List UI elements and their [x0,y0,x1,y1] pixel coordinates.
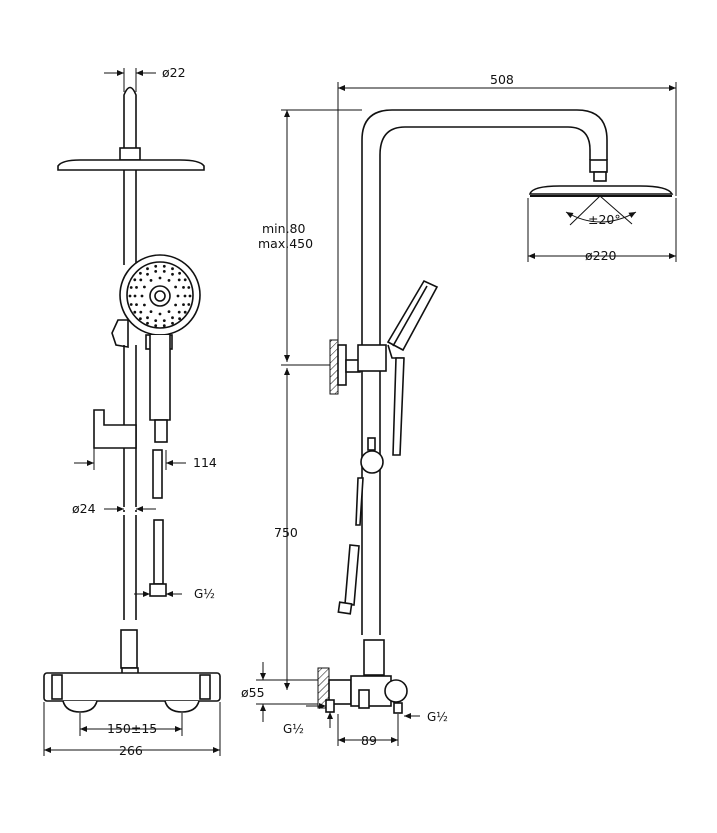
nozzle-dot [135,286,138,289]
label-tilt-angle: ±20° [588,212,621,227]
nozzle-dot [139,278,143,282]
nozzle-dot [167,310,171,313]
nozzle-dot [187,286,191,289]
nozzle-dot [143,303,146,307]
nozzle-dot [158,312,162,316]
nozzle-dot [174,303,178,307]
nozzle-dot [149,310,153,313]
nozzle-dot [154,319,158,322]
front-view-dimensions [43,68,221,756]
nozzle-dot [146,267,149,271]
dimension-labels: ø22 114 ø24 G½ 150±15 266 508 min.80 max… [72,65,621,758]
front-hand-shower-nozzles [128,264,192,328]
front-mixer-body [43,672,221,702]
nozzle-dot [182,286,185,289]
label-inlet-thread-front: G½ [194,587,215,601]
nozzle-dot [146,272,149,276]
side-hose-lower [344,544,360,606]
front-overhead-head [57,159,205,171]
nozzle-dot [140,294,144,298]
nozzle-dot [162,324,166,328]
label-inlet-thread-right: G½ [427,710,448,724]
front-arm [123,86,137,151]
label-wall-projection: 89 [361,733,377,748]
nozzle-dot [154,270,158,273]
nozzle-dot [178,271,182,275]
nozzle-dot [139,310,143,314]
side-mixer-knob [384,679,408,703]
side-hand-shower [386,279,439,352]
nozzle-dot [188,294,192,298]
label-arm-reach: 508 [490,72,514,87]
nozzle-dot [187,303,191,306]
nozzle-dot [178,317,182,321]
nozzle-dot [174,285,178,289]
nozzle-dot [183,294,187,298]
nozzle-dot [162,270,166,273]
nozzle-dot [139,271,142,275]
nozzle-dot [171,316,174,320]
nozzle-dot [129,303,133,306]
label-head-diameter: ø220 [585,248,617,263]
nozzle-dot [162,264,166,268]
front-view [43,86,221,713]
nozzle-dot [128,294,132,298]
nozzle-dot [149,279,153,282]
label-mixer-width: 266 [119,743,143,758]
label-rail-top-diameter: ø22 [162,65,186,80]
nozzle-dot [182,303,185,306]
nozzle-dot [154,324,158,328]
side-arm [361,109,608,635]
label-inlet-thread-left: G½ [283,722,304,736]
side-view [317,109,674,714]
nozzle-dot [129,286,133,289]
nozzle-dot [171,272,174,276]
nozzle-dot [171,267,174,271]
nozzle-dot [154,264,158,268]
nozzle-dot [133,278,137,282]
label-column-height: 750 [274,525,298,540]
front-head-connector [119,147,141,161]
label-hand-shower-offset: 114 [193,455,217,470]
nozzle-dot [133,294,137,298]
label-escutcheon-diameter: ø55 [241,685,265,700]
side-overhead-head [528,185,674,195]
label-height-adjust-min: min.80 [262,221,305,236]
nozzle-dot [146,321,149,325]
nozzle-dot [177,310,181,314]
nozzle-dot [158,276,162,280]
label-inlet-spacing: 150±15 [107,721,157,736]
label-rail-diameter: ø24 [72,501,96,516]
nozzle-dot [162,319,166,322]
nozzle-dot [167,279,171,282]
nozzle-dot [177,278,181,282]
nozzle-dot [135,303,138,306]
nozzle-dot [143,285,146,289]
nozzle-dot [146,316,149,320]
nozzle-dot [176,294,180,298]
nozzle-dot [171,321,174,325]
nozzle-dot [183,278,187,282]
front-hand-shower-head [119,254,201,336]
nozzle-dot [183,310,187,314]
label-height-adjust-max: max.450 [258,236,313,251]
side-view-dimensions [256,82,677,746]
nozzle-dot [139,317,142,321]
nozzle-dot [133,310,137,314]
